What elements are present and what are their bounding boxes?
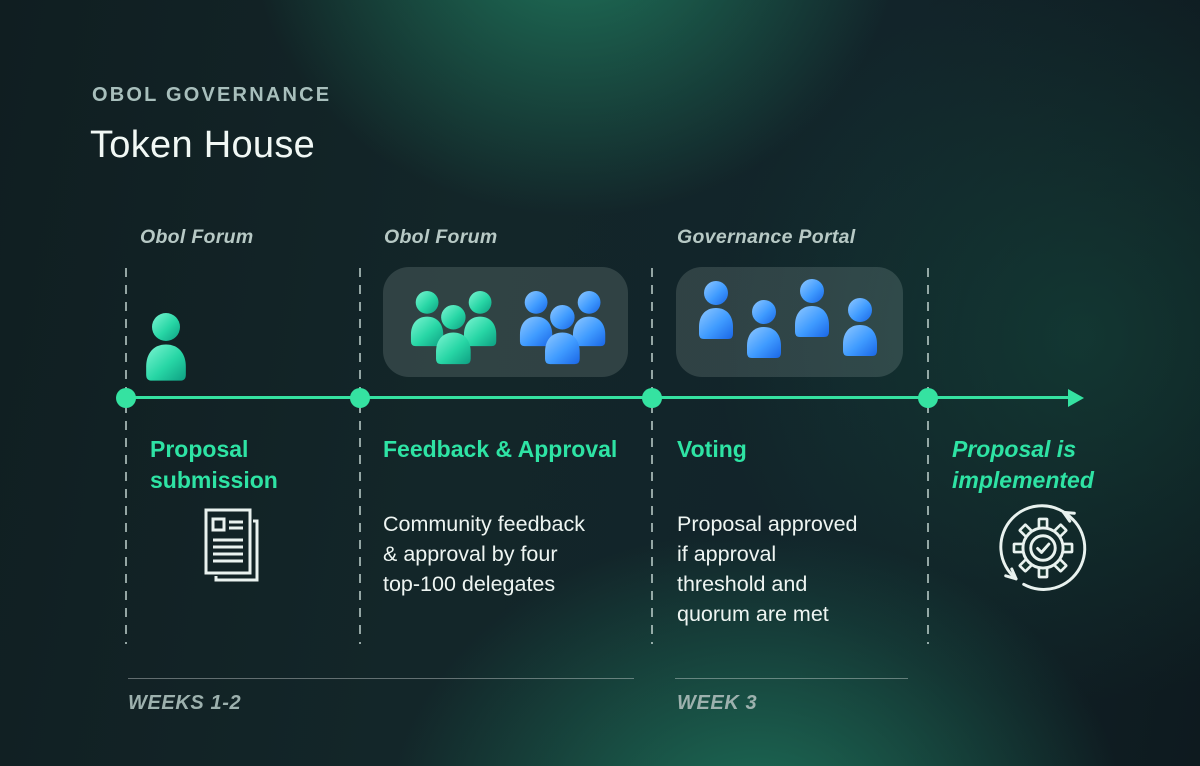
arrow-right-icon [1068, 389, 1084, 407]
stage-title-3: Voting [677, 436, 747, 462]
dashed-separator-4 [927, 268, 929, 644]
timeline-dot-3 [642, 388, 662, 408]
stage-title-4: Proposal is implemented [952, 436, 1094, 493]
page-title: Token House [90, 124, 316, 166]
footer-rule-2 [675, 678, 908, 679]
gear-cycle-icon [999, 504, 1087, 591]
stage-title-1: Proposal submission [150, 436, 278, 493]
voters-card [676, 267, 903, 377]
stage-title-2: Feedback & Approval [383, 436, 618, 462]
timeline-dot-1 [116, 388, 136, 408]
user-groups-icon [410, 291, 606, 365]
voters-icon [699, 279, 877, 358]
dashed-separator-2 [359, 268, 361, 644]
timeline-line [126, 396, 1072, 399]
timeline-dot-4 [918, 388, 938, 408]
document-icon [204, 508, 259, 582]
timeline-dot-2 [350, 388, 370, 408]
stage-body-2: Community feedback & approval by four to… [383, 512, 585, 596]
eyebrow: OBOL GOVERNANCE [92, 84, 332, 106]
platform-label-2: Obol Forum [384, 226, 498, 248]
week-range-2: WEEK 3 [677, 692, 758, 714]
user-groups-card [383, 267, 628, 377]
platform-label-3: Governance Portal [677, 226, 856, 248]
platform-label-1: Obol Forum [140, 226, 254, 248]
dashed-separator-1 [125, 268, 127, 644]
person-icon [146, 313, 186, 381]
week-range-1: WEEKS 1-2 [128, 692, 242, 714]
stage-body-3: Proposal approved if approval threshold … [677, 512, 858, 626]
dashed-separator-3 [651, 268, 653, 644]
footer-rule-1 [128, 678, 634, 679]
